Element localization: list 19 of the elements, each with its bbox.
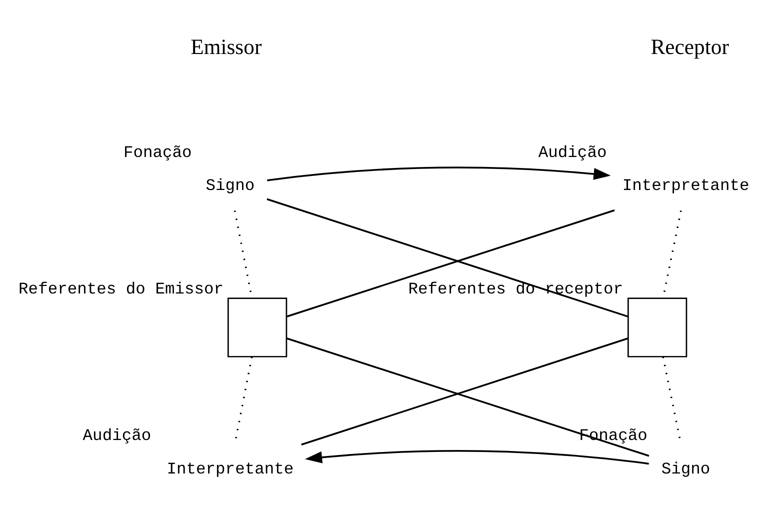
node-box — [627, 298, 688, 358]
node-text: Interpretante — [166, 459, 294, 478]
node-text: Interpretante — [622, 176, 750, 195]
connector — [266, 198, 628, 318]
node-label: Audição — [538, 142, 607, 162]
node-box — [227, 298, 288, 358]
connector — [286, 338, 650, 457]
node-text: Signo — [661, 459, 710, 478]
label: Emissor — [190, 34, 262, 59]
connector — [286, 209, 615, 318]
node-text: Signo — [206, 176, 255, 195]
arrow — [304, 450, 649, 465]
node-label: Fonação — [579, 426, 648, 446]
node-label: Fonação — [123, 142, 192, 162]
connector — [301, 338, 628, 446]
label: Receptor — [650, 34, 729, 59]
node-label: Audição — [82, 426, 152, 446]
arrow — [267, 166, 611, 182]
node-label: Referentes do Emissor — [18, 280, 224, 299]
